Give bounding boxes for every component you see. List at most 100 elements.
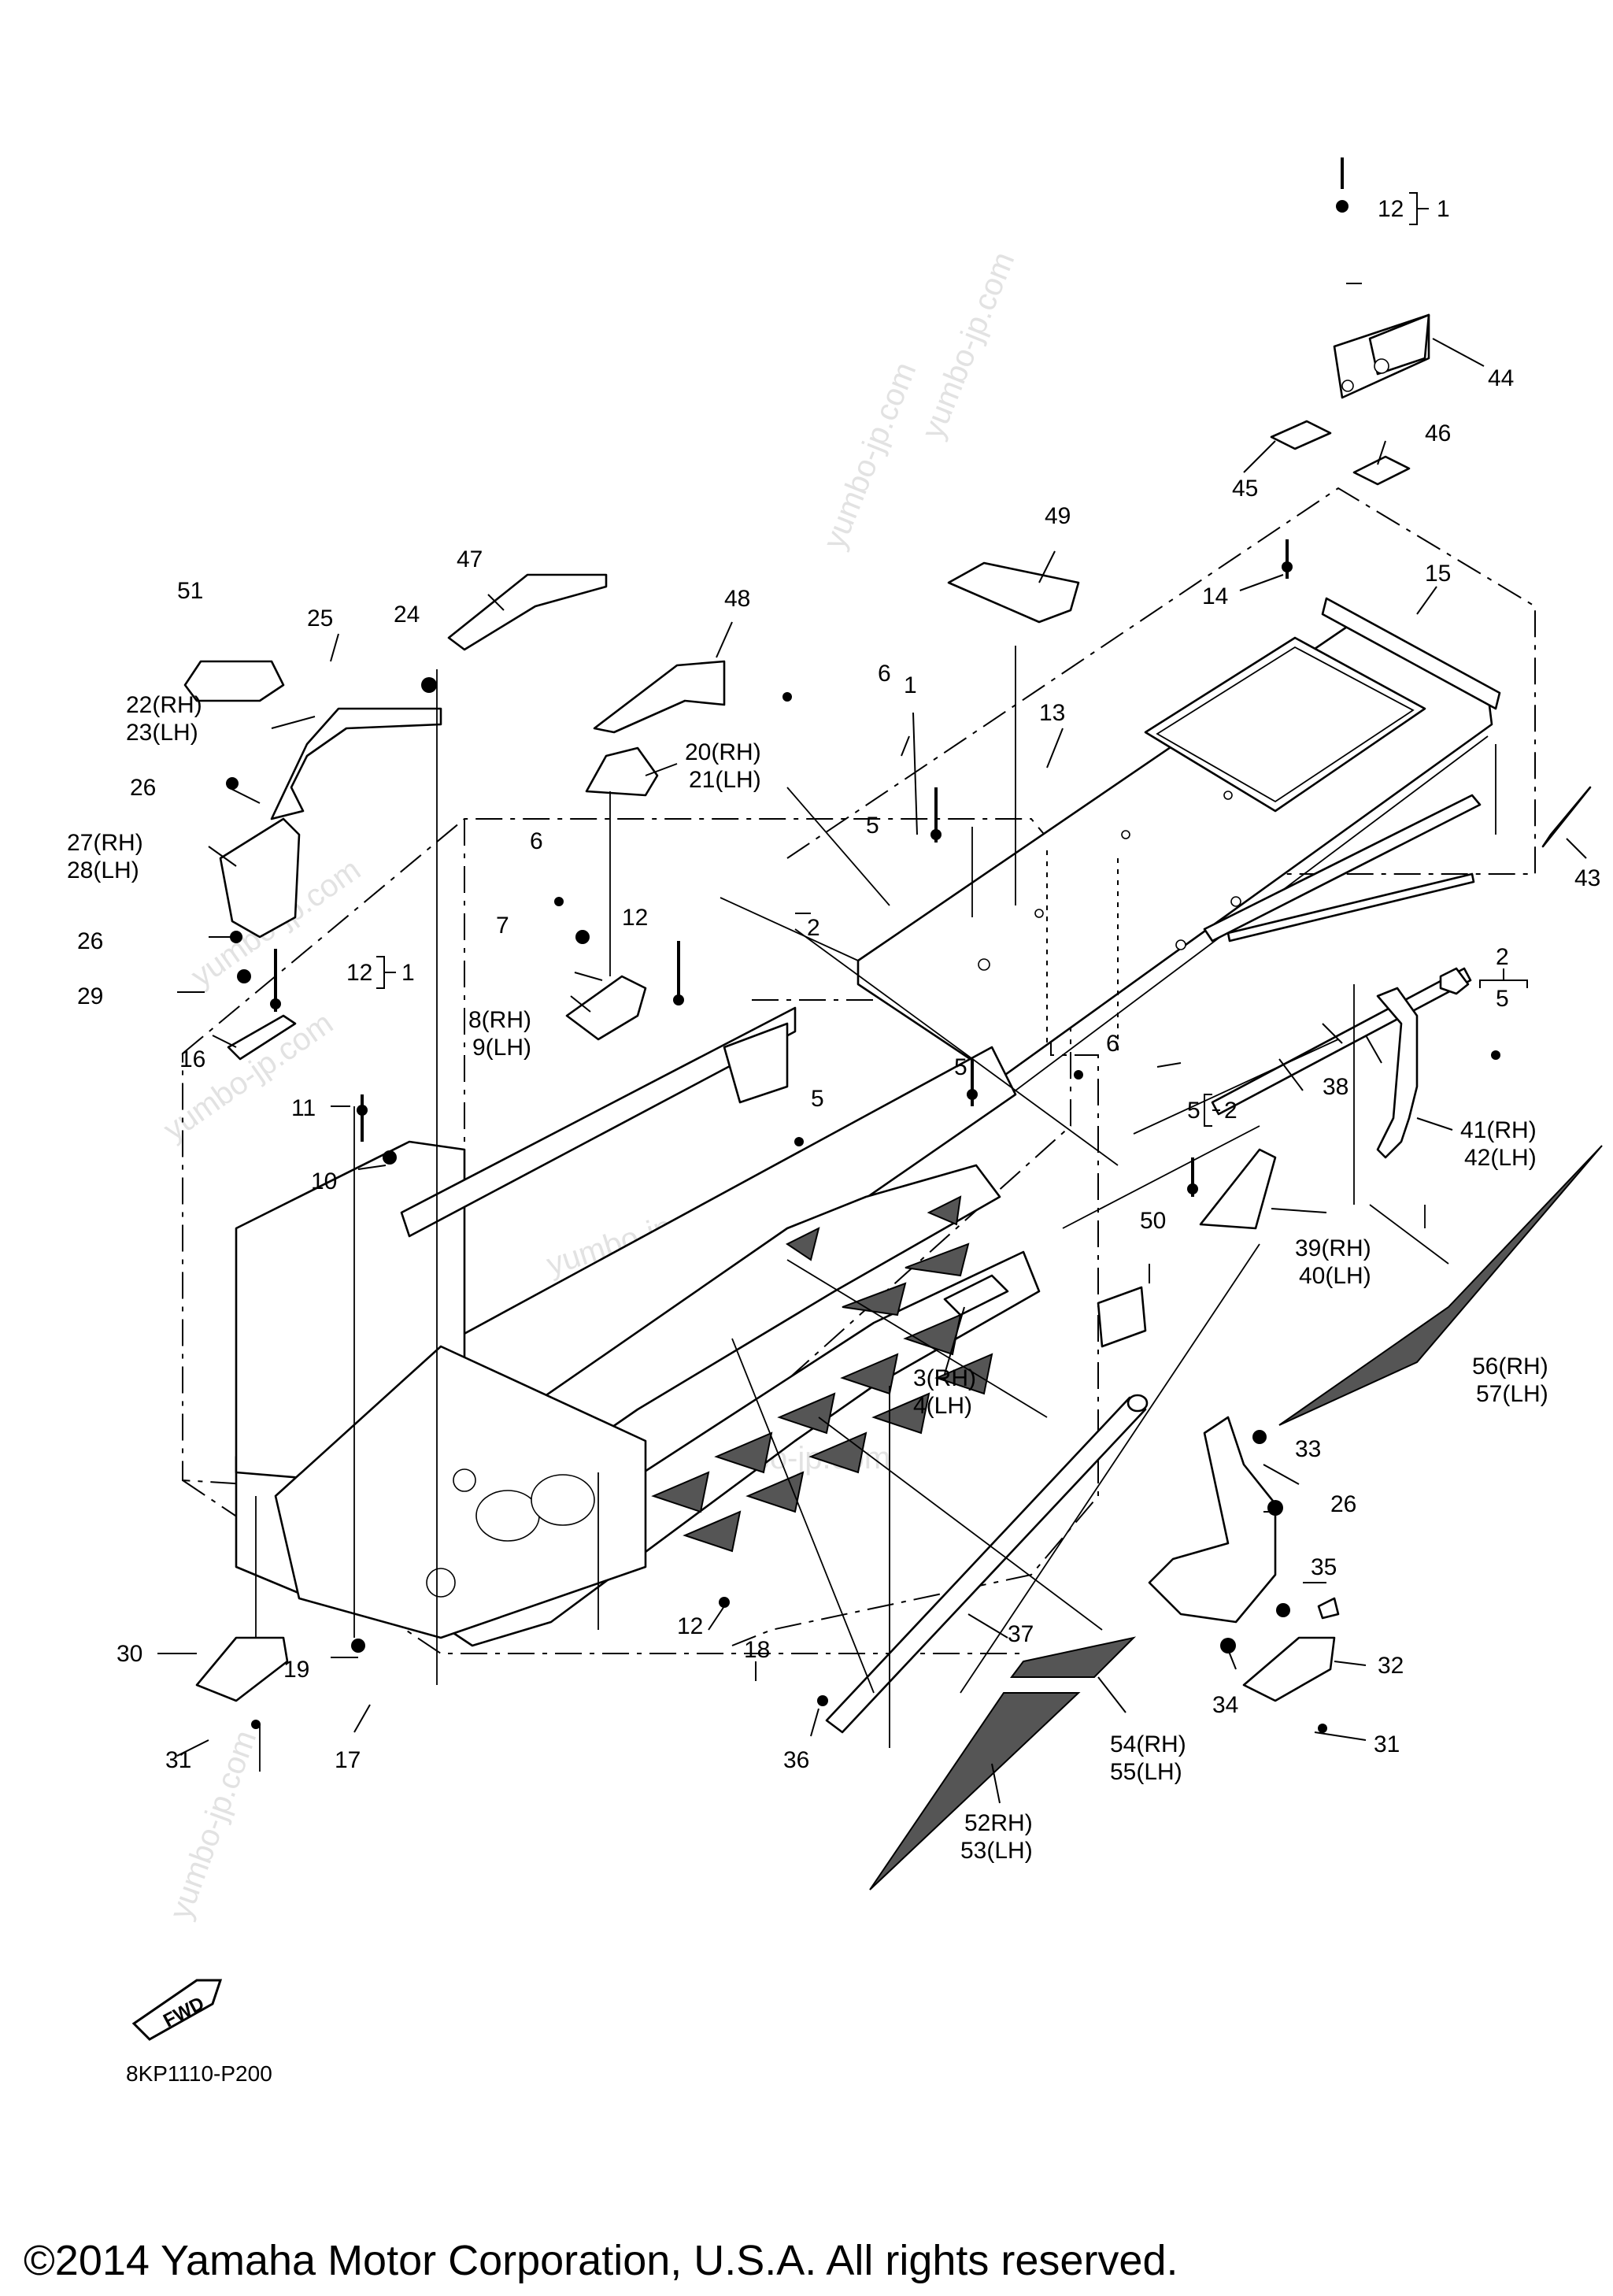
label-27: 27(RH) [67,830,143,856]
label-44: 44 [1488,365,1514,391]
label-31b: 31 [1374,1731,1400,1757]
label-22: 22(RH) [126,692,202,718]
group-brackets [376,192,1528,1127]
cover-51 [183,660,285,702]
label-45: 45 [1232,476,1258,502]
label-4: 4(LH) [913,1393,972,1419]
label-49: 49 [1045,503,1071,529]
label-9: 9(LH) [472,1035,531,1061]
copyright-notice: ©2014 Yamaha Motor Corporation, U.S.A. A… [24,2237,1178,2284]
label-6c: 6 [1106,1031,1119,1057]
label-43: 43 [1574,865,1600,891]
diagram-part-code: 8KP1110-P200 [126,2061,272,2086]
watermark: yumbo-jp.com [157,1005,339,1147]
label-12: 12 [622,905,648,931]
bracket-3-4 [943,1274,1009,1316]
grab-20-21 [585,746,659,797]
label-3: 3(RH) [913,1365,976,1391]
label-48: 48 [724,586,750,612]
label-20: 20(RH) [685,739,761,765]
watermark: yumbo-jp.com [916,247,1022,443]
label-5b: 5 [811,1086,824,1112]
holder-50 [1097,1286,1147,1348]
bumper-41-42 [1376,987,1419,1159]
label-6b: 6 [530,828,543,854]
bracket-39-40 [1199,1148,1277,1230]
label-15: 15 [1425,561,1451,587]
bracket-27-28 [219,817,301,939]
label-6: 6 [878,661,891,687]
label-19: 19 [283,1657,309,1683]
label-26c: 26 [1330,1491,1356,1517]
label-36: 36 [783,1747,809,1773]
label-33: 33 [1295,1436,1321,1462]
group3-b: 5 [1496,986,1509,1012]
label-5: 5 [866,813,879,839]
label-24: 24 [394,602,420,628]
label-55: 55(LH) [1110,1759,1182,1785]
label-10: 10 [311,1168,337,1194]
label-52: 52RH) [964,1810,1033,1836]
label-18: 18 [744,1637,770,1663]
label-30: 30 [117,1641,142,1667]
panel-43 [1541,786,1592,848]
label-37: 37 [1008,1621,1034,1647]
watermark: yumbo-jp.com [817,357,923,554]
rod [1226,872,1475,942]
group4-a: 5 [1187,1098,1201,1124]
brace-22-23 [270,707,442,820]
group1-b: 1 [1437,196,1450,222]
label-11: 11 [291,1095,316,1121]
part-labels: 1 2 3(RH) 4(LH) 5 5 5 6 6 6 7 8(RH) 9(LH… [67,196,1600,1864]
tube-37 [825,1396,1147,1734]
label-25: 25 [307,605,333,631]
tubes [825,872,1475,1734]
label-12c: 12 [677,1613,703,1639]
label-40: 40(LH) [1299,1263,1371,1289]
label-56: 56(RH) [1472,1354,1548,1379]
footrest-30 [195,1636,289,1702]
label-39: 39(RH) [1295,1235,1371,1261]
panel-48 [593,660,726,734]
label-8: 8(RH) [468,1007,531,1033]
label-50: 50 [1140,1208,1166,1234]
panel-45 [1270,420,1332,450]
label-2: 2 [807,915,820,941]
frame-cutouts [651,1195,993,1553]
label-31a: 31 [165,1747,191,1773]
label-16: 16 [179,1046,205,1072]
label-28: 28(LH) [67,857,139,883]
label-13: 13 [1039,700,1065,726]
label-42: 42(LH) [1464,1145,1537,1171]
decal-54-55 [1010,1636,1137,1678]
panel-49 [947,561,1080,624]
label-35: 35 [1311,1554,1337,1580]
panel-46 [1352,455,1411,486]
label-26b: 26 [77,928,103,954]
fasteners [226,157,1500,1733]
hitch-44 [1333,313,1430,399]
label-21: 21(LH) [689,767,761,793]
label-23: 23(LH) [126,720,198,746]
label-41: 41(RH) [1460,1117,1537,1143]
label-54: 54(RH) [1110,1731,1186,1757]
label-53: 53(LH) [960,1838,1033,1864]
group2-a: 12 [346,960,372,986]
label-26a: 26 [130,775,156,801]
bracket-8-9 [565,975,647,1041]
footrest-32 [1242,1636,1336,1702]
decal-56-57 [1278,1145,1603,1426]
group4-b: 2 [1224,1098,1237,1124]
label-51: 51 [177,578,203,604]
label-5c: 5 [954,1054,967,1080]
panel-47 [447,573,608,651]
fwd-badge: FWD [131,1979,223,2041]
label-46: 46 [1425,420,1451,446]
tunnel-13 [856,620,1493,1104]
label-7: 7 [496,913,509,939]
label-38: 38 [1323,1074,1348,1100]
rail-15 [1321,597,1501,710]
label-47: 47 [457,546,483,572]
group3-a: 2 [1496,944,1509,970]
